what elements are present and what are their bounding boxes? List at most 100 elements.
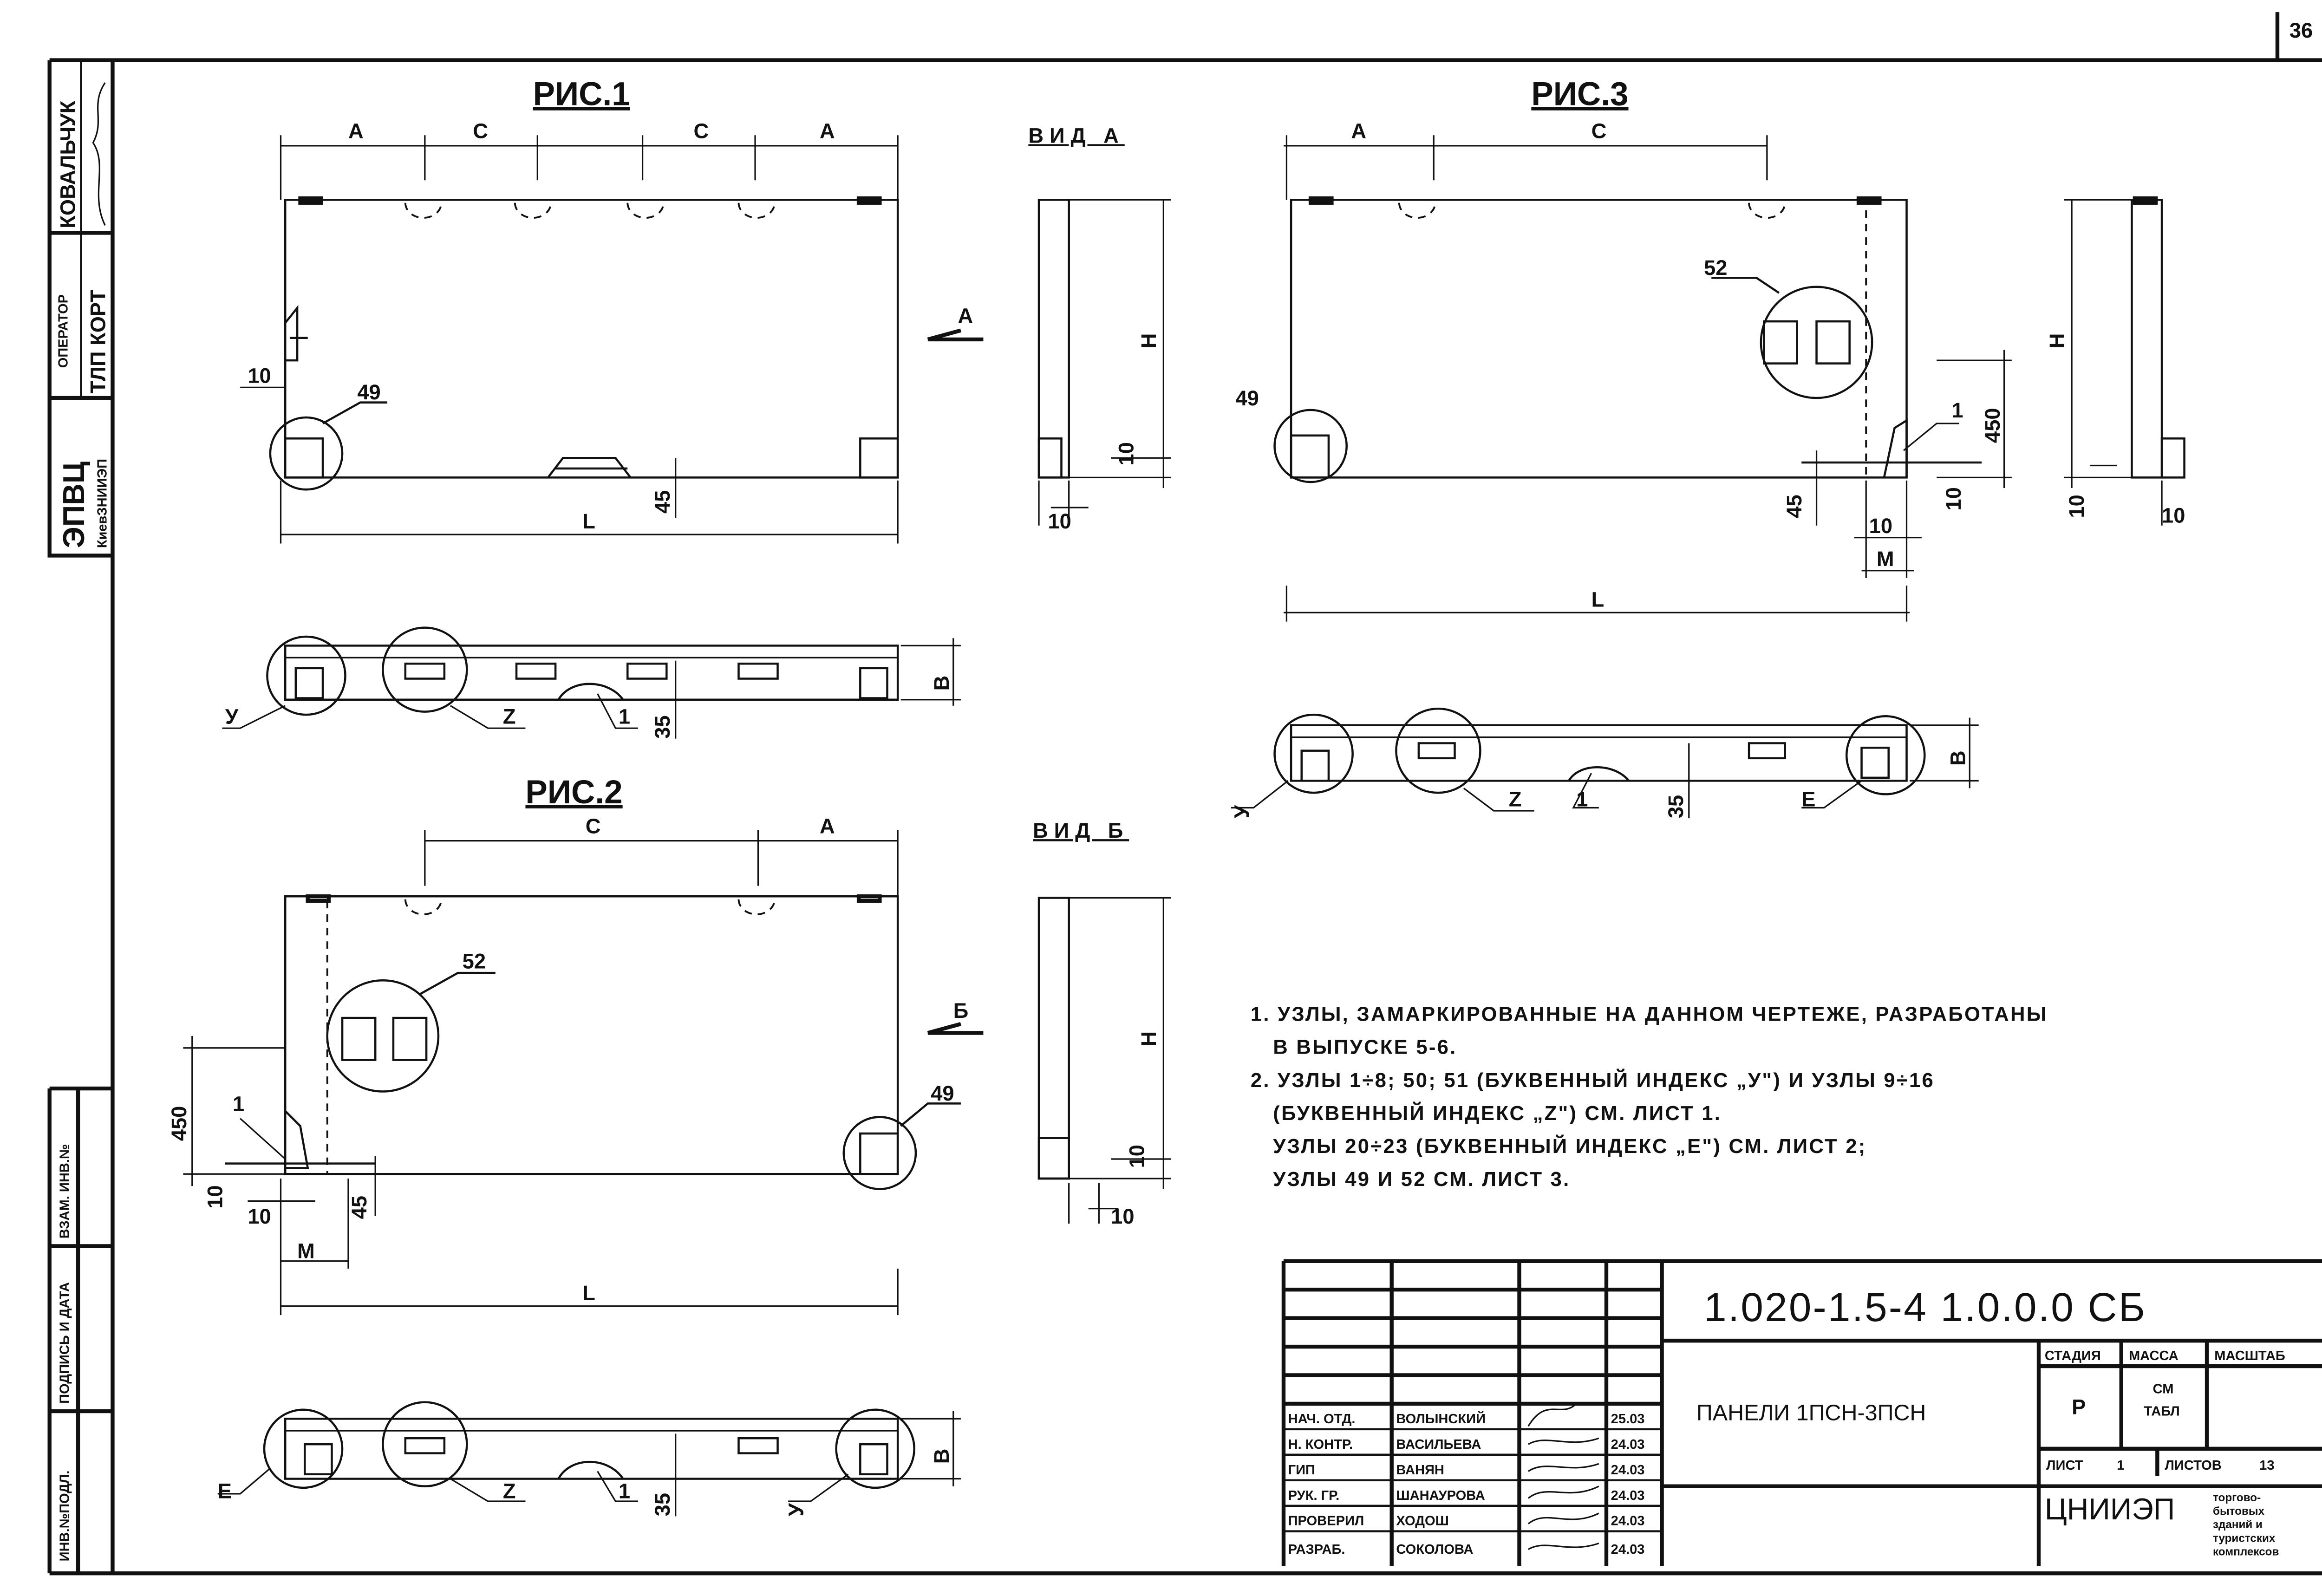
dim-45: 45: [347, 1196, 371, 1219]
dim-h: H: [1137, 333, 1161, 349]
dim-35: 35: [1664, 795, 1688, 818]
dim-45: 45: [1782, 495, 1806, 518]
staff-role: РАЗРАБ.: [1288, 1542, 1345, 1557]
operator-label: ОПЕРАТОР: [56, 294, 71, 368]
node-52-circle: [326, 979, 440, 1093]
dim-h: H: [1137, 1031, 1161, 1047]
sign-date-label: ПОДПИСЬ И ДАТА: [58, 1282, 72, 1404]
dim-m: M: [1877, 547, 1894, 571]
sheets-label: ЛИСТОВ: [2165, 1458, 2222, 1473]
view-b-title: ВИД Б: [1033, 819, 1129, 842]
organization-desc: бытовых: [2213, 1505, 2265, 1518]
staff-name: ВОЛЫНСКИЙ: [1396, 1411, 1486, 1427]
fig3-title: РИС.3: [1531, 76, 1628, 113]
dim-c: C: [473, 119, 488, 143]
author-signature: [92, 82, 106, 226]
stage-label: СТАДИЯ: [2045, 1348, 2101, 1363]
organization-desc: зданий и: [2213, 1518, 2263, 1531]
staff-role: ГИП: [1288, 1463, 1315, 1478]
node-z-label: Z: [503, 704, 516, 728]
dim-c: C: [694, 119, 709, 143]
staff-name: ВАСИЛЬЕВА: [1396, 1437, 1481, 1452]
node-z-label: Z: [503, 1479, 516, 1503]
dim-10: 10: [2162, 503, 2185, 527]
panel-plan-3: [1290, 724, 1908, 782]
staff-date: 24.03: [1611, 1542, 1645, 1557]
scale-label: МАСШТАБ: [2214, 1348, 2285, 1363]
dim-10: 10: [1942, 487, 1965, 510]
organization-desc: комплексов: [2213, 1545, 2279, 1558]
sheet-number: 36: [2289, 19, 2313, 42]
fig1-title: РИС.1: [533, 76, 630, 113]
dim-450: 450: [1981, 408, 2004, 443]
staff-name: СОКОЛОВА: [1396, 1542, 1473, 1557]
side-stamp-top: КОВАЛЬЧУК ОПЕРАТОР ТЛП КОРТ ЭПВЦ КиевЗНИ…: [47, 58, 113, 558]
node-49-label: 49: [357, 380, 380, 404]
sheet-label: ЛИСТ: [2046, 1458, 2083, 1473]
dim-10: 10: [248, 364, 271, 388]
dim-b: В: [930, 1449, 953, 1464]
view-a-arrow: [927, 328, 984, 342]
view-b-arrow-label: Б: [953, 999, 969, 1023]
node-49-label: 49: [931, 1081, 954, 1105]
panel-elevation: [1290, 199, 1908, 479]
node-e-label: Е: [218, 1479, 232, 1503]
panel-plan-2: [284, 1417, 899, 1480]
dim-35: 35: [651, 1493, 674, 1516]
staff-name: ВАНЯН: [1396, 1463, 1444, 1478]
staff-name: ХОДОШ: [1396, 1514, 1448, 1529]
panel-plan-1: [284, 645, 899, 701]
dim-h: H: [2045, 333, 2069, 349]
panel-elevation: [284, 199, 899, 479]
sheets-value: 13: [2259, 1458, 2274, 1473]
mass-value: ТАБЛ: [2144, 1404, 2180, 1419]
organization-desc: туристских: [2213, 1532, 2276, 1544]
dim-m: M: [297, 1239, 315, 1263]
node-52-label: 52: [1704, 256, 1727, 280]
dim-b: В: [1946, 750, 1970, 766]
staff-role: РУК. ГР.: [1288, 1488, 1340, 1503]
staff-rows: НАЧ. ОТД. ВОЛЫНСКИЙ 25.03 Н. КОНТР. ВАСИ…: [1288, 1411, 1645, 1557]
staff-role: НАЧ. ОТД.: [1288, 1412, 1356, 1427]
node-1-label: 1: [1952, 398, 1963, 422]
note-line: (БУКВЕННЫЙ ИНДЕКС „Z") СМ. ЛИСТ 1.: [1273, 1101, 1722, 1125]
figure-1: РИС.1 A C C A 49 10 45 L А ВИД А H 10 10: [222, 76, 1171, 739]
dim-l: L: [1591, 587, 1605, 611]
notes: 1. УЗЛЫ, ЗАМАРКИРОВАННЫЕ НА ДАННОМ ЧЕРТЕ…: [1251, 1003, 2048, 1191]
node-52-circle: [1760, 286, 1873, 399]
dim-b: В: [930, 676, 953, 691]
node-1-label: 1: [619, 1479, 630, 1503]
side-stamp-bottom: ВЗАМ. ИНВ.№ ПОДПИСЬ И ДАТА ИНВ.№ПОДЛ.: [47, 1086, 113, 1574]
dim-a: A: [820, 814, 835, 838]
dim-45: 45: [651, 490, 674, 514]
node-49-label: 49: [1236, 386, 1259, 410]
staff-date: 25.03: [1611, 1412, 1645, 1427]
organization-desc: торгово-: [2213, 1492, 2261, 1504]
sheet-frame: 36: [49, 12, 2322, 1576]
document-name: ПАНЕЛИ 1ПСН-3ПСН: [1696, 1400, 1926, 1425]
view-a-title: ВИД А: [1028, 124, 1124, 147]
dim-10: 10: [248, 1205, 271, 1228]
panel-elevation: [284, 895, 899, 1175]
dim-10: 10: [1111, 1205, 1134, 1228]
institute-name: КиевЗНИИЭП: [95, 459, 110, 548]
node-1-label: 1: [1576, 787, 1588, 811]
operator-org: ТЛП КОРТ: [86, 290, 110, 394]
node-49-circle: [842, 1116, 917, 1190]
node-49-circle: [1273, 409, 1348, 483]
dim-10: 10: [1869, 514, 1892, 538]
node-y-label: У: [784, 1503, 808, 1516]
node-1-label: 1: [619, 704, 630, 728]
staff-role: ПРОВЕРИЛ: [1288, 1514, 1364, 1529]
note-line: 1. УЗЛЫ, ЗАМАРКИРОВАННЫЕ НА ДАННОМ ЧЕРТЕ…: [1251, 1003, 2048, 1026]
note-line: В ВЫПУСКЕ 5-6.: [1273, 1036, 1457, 1059]
mass-value: СМ: [2153, 1381, 2174, 1396]
inv-replace-label: ВЗАМ. ИНВ.№: [58, 1144, 72, 1239]
dim-c: C: [1591, 119, 1607, 143]
dim-10: 10: [203, 1185, 227, 1208]
dim-l: L: [582, 509, 595, 533]
document-code: 1.020-1.5-4 1.0.0.0 СБ: [1704, 1285, 2146, 1330]
signatures: [1527, 1403, 1599, 1550]
dim-a: A: [348, 119, 364, 143]
